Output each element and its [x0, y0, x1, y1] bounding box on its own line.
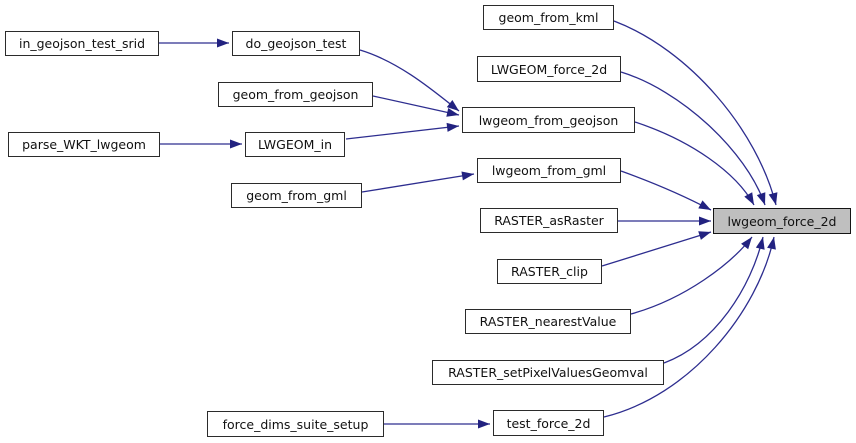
graph-node-RASTER_setPixelValuesGeomval[interactable]: RASTER_setPixelValuesGeomval	[432, 360, 664, 385]
graph-node-geom_from_kml[interactable]: geom_from_kml	[483, 5, 614, 30]
arrowhead-geom_from_gml-to-lwgeom_from_gml	[461, 171, 474, 181]
graph-node-geom_from_gml[interactable]: geom_from_gml	[231, 183, 362, 208]
edge-lwgeom_from_gml-to-lwgeom_force_2d	[620, 170, 712, 211]
arrowhead-geom_from_geojson-to-lwgeom_from_geojson	[446, 108, 459, 117]
arrowhead-do_geojson_test-to-lwgeom_from_geojson	[446, 100, 459, 111]
arrowhead-in_geojson_test_srid-to-do_geojson_test	[217, 38, 229, 48]
edge-geom_from_gml-to-lwgeom_from_gml	[361, 173, 475, 193]
graph-node-do_geojson_test[interactable]: do_geojson_test	[232, 31, 360, 56]
edge-geom_from_kml-to-lwgeom_force_2d	[613, 20, 777, 206]
graph-node-parse_WKT_lwgeom[interactable]: parse_WKT_lwgeom	[8, 132, 160, 157]
graph-node-LWGEOM_in[interactable]: LWGEOM_in	[245, 132, 345, 157]
arrowhead-LWGEOM_in-to-lwgeom_from_geojson	[446, 122, 459, 132]
graph-node-lwgeom_force_2d: lwgeom_force_2d	[713, 208, 851, 234]
arrowhead-lwgeom_from_geojson-to-lwgeom_force_2d	[744, 192, 754, 205]
arrowhead-force_dims_suite_setup-to-test_force_2d	[478, 419, 490, 429]
edge-RASTER_nearestValue-to-lwgeom_force_2d	[630, 236, 753, 315]
graph-node-test_force_2d[interactable]: test_force_2d	[493, 410, 604, 436]
arrowhead-test_force_2d-to-lwgeom_force_2d	[767, 237, 776, 250]
arrowhead-parse_WKT_lwgeom-to-LWGEOM_in	[230, 139, 242, 149]
arrowhead-lwgeom_from_gml-to-lwgeom_force_2d	[698, 200, 711, 210]
graph-node-RASTER_nearestValue[interactable]: RASTER_nearestValue	[465, 309, 631, 334]
graph-node-RASTER_clip[interactable]: RASTER_clip	[497, 259, 602, 284]
edge-RASTER_clip-to-lwgeom_force_2d	[601, 231, 712, 267]
graph-node-RASTER_asRaster[interactable]: RASTER_asRaster	[480, 208, 618, 233]
graph-node-lwgeom_from_gml[interactable]: lwgeom_from_gml	[477, 158, 621, 183]
arrowhead-LWGEOM_force_2d-to-lwgeom_force_2d	[756, 192, 766, 205]
arrowhead-RASTER_nearestValue-to-lwgeom_force_2d	[741, 237, 752, 250]
edge-LWGEOM_in-to-lwgeom_from_geojson	[345, 125, 460, 140]
arrowhead-RASTER_clip-to-lwgeom_force_2d	[698, 231, 711, 240]
graph-node-lwgeom_from_geojson[interactable]: lwgeom_from_geojson	[462, 107, 635, 133]
graph-node-geom_from_geojson[interactable]: geom_from_geojson	[218, 82, 373, 107]
arrowhead-RASTER_asRaster-to-lwgeom_force_2d	[699, 216, 711, 226]
edge-lwgeom_from_geojson-to-lwgeom_force_2d	[634, 121, 755, 206]
graph-node-in_geojson_test_srid[interactable]: in_geojson_test_srid	[5, 31, 159, 56]
edge-test_force_2d-to-lwgeom_force_2d	[603, 236, 775, 418]
edge-LWGEOM_force_2d-to-lwgeom_force_2d	[620, 71, 766, 206]
arrowhead-geom_from_kml-to-lwgeom_force_2d	[768, 192, 778, 205]
graph-node-force_dims_suite_setup[interactable]: force_dims_suite_setup	[207, 411, 384, 437]
arrowhead-RASTER_setPixelValuesGeomval-to-lwgeom_force_2d	[755, 237, 765, 250]
edge-do_geojson_test-to-lwgeom_from_geojson	[359, 49, 460, 112]
graph-node-LWGEOM_force_2d[interactable]: LWGEOM_force_2d	[477, 56, 621, 82]
edge-geom_from_geojson-to-lwgeom_from_geojson	[372, 95, 460, 116]
edge-RASTER_setPixelValuesGeomval-to-lwgeom_force_2d	[663, 236, 764, 364]
